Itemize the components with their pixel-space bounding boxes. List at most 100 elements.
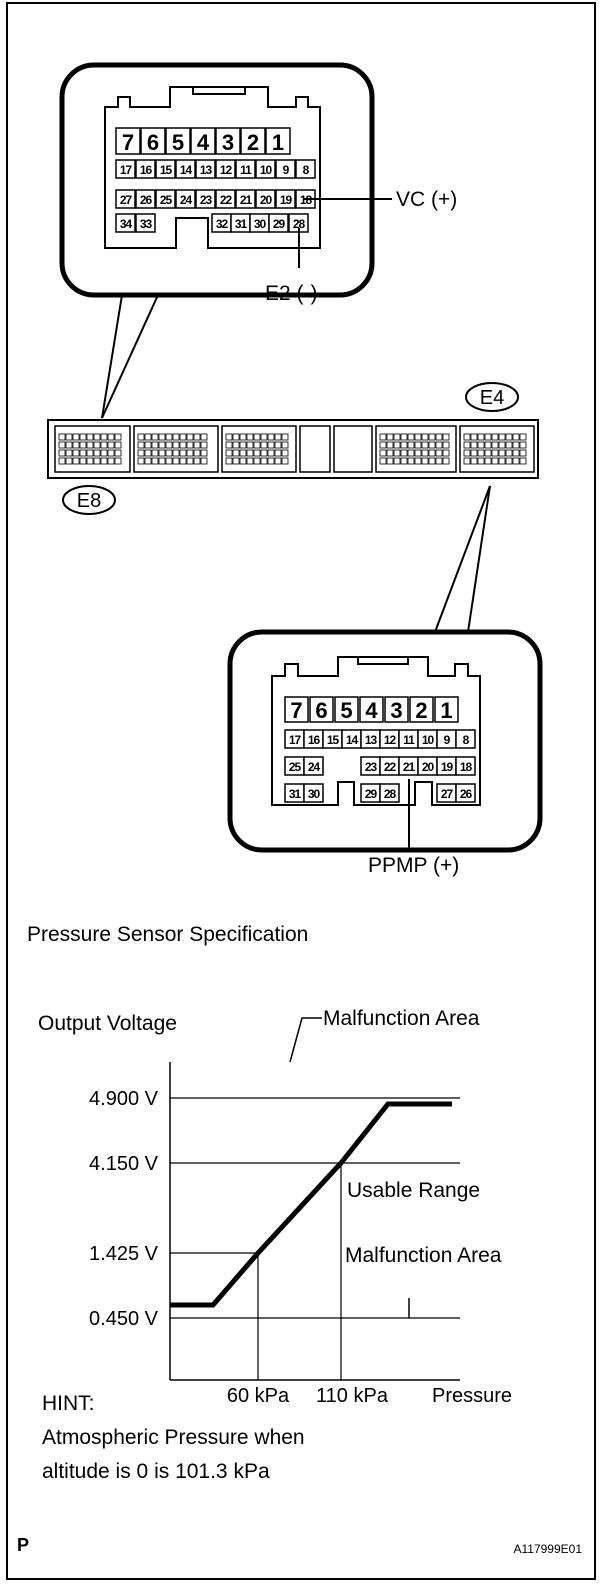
e4-pin-27: 27 <box>441 787 454 801</box>
e8-pin-7-cell <box>115 127 141 155</box>
e4-pin-24: 24 <box>308 760 321 774</box>
e4-code: E4 <box>480 387 504 409</box>
e8-pin-11: 11 <box>240 163 252 177</box>
x-tick-label-2: 110 kPa <box>316 1385 389 1407</box>
y-tick-label-4: 0.450 V <box>89 1308 159 1330</box>
e4-pin-5-cell <box>334 696 359 723</box>
e4-pin-7-cell <box>284 696 309 723</box>
e4-pin-18-cell <box>455 756 476 776</box>
e8-pin-14-cell <box>175 159 196 179</box>
e8-pin-15-cell <box>155 159 176 179</box>
e8-pin-19: 19 <box>280 193 293 207</box>
e4-pin-1: 1 <box>440 698 452 723</box>
e8-pin-19-cell <box>275 189 296 209</box>
e8-pin-1-cell <box>265 127 291 155</box>
e4-pin-21: 21 <box>403 760 416 774</box>
e8-pin-1: 1 <box>272 130 284 155</box>
malfunction-area-top-label: Malfunction Area <box>323 1007 480 1030</box>
e4-pin-3-cell <box>384 696 409 723</box>
e8-pin-31: 31 <box>235 217 248 231</box>
e4-pin-28-cell <box>379 783 400 803</box>
e8-pin-22-cell <box>215 189 236 209</box>
footer-figure-code: A117999E01 <box>513 1542 582 1556</box>
e8-pin-5-cell <box>165 127 191 155</box>
vc-label: VC (+) <box>396 188 457 211</box>
e8-pin-27-cell <box>115 189 136 209</box>
e8-code-badge <box>62 485 116 515</box>
e8-pin-15: 15 <box>160 163 173 177</box>
x-axis-label: Pressure <box>432 1385 512 1407</box>
e8-pin-5: 5 <box>172 130 184 155</box>
spec-title: Pressure Sensor Specification <box>27 923 308 946</box>
e8-pin-16-cell <box>135 159 156 179</box>
e8-pin-17: 17 <box>120 163 133 177</box>
e4-pin-11: 11 <box>403 733 415 747</box>
e8-pin-9-cell <box>275 159 296 179</box>
e8-pin-23: 23 <box>200 193 213 207</box>
e8-pin-2-cell <box>240 127 266 155</box>
malfunction-top-leader <box>289 1017 322 1063</box>
e4-pin-6-cell <box>309 696 334 723</box>
e8-pin-33: 33 <box>140 217 153 231</box>
e8-pin-7: 7 <box>122 130 134 155</box>
e4-pin-4-cell <box>359 696 384 723</box>
e4-pin-26: 26 <box>460 787 473 801</box>
e8-pin-11-cell <box>235 159 256 179</box>
strip-empty-slot-2 <box>333 425 373 473</box>
e8-pin-12-cell <box>215 159 236 179</box>
e8-pin-3: 3 <box>222 130 234 155</box>
e8-pin-9: 9 <box>283 163 290 177</box>
e4-pin-15: 15 <box>327 733 340 747</box>
e4-pin-3: 3 <box>390 698 402 723</box>
strip-block-b4 <box>375 425 457 473</box>
e8-pin-13: 13 <box>200 163 213 177</box>
e8-pin-17-cell <box>115 159 136 179</box>
e8-pin-32: 32 <box>216 217 229 231</box>
e8-pin-3-cell <box>215 127 241 155</box>
e4-pin-29: 29 <box>365 787 378 801</box>
e8-pin-4-cell <box>190 127 216 155</box>
e4-pin-4: 4 <box>365 698 378 723</box>
e8-pin-21: 21 <box>240 193 253 207</box>
strip-block-e4 <box>459 425 535 473</box>
e8-code: E8 <box>77 490 101 512</box>
e8-pin-8-cell <box>295 159 316 179</box>
e8-pin-10: 10 <box>260 163 273 177</box>
e8-pin-23-cell <box>195 189 216 209</box>
e8-pin-24-cell <box>175 189 196 209</box>
strip-block-b2 <box>133 425 219 473</box>
e8-pin-27: 27 <box>120 193 133 207</box>
y-tick-label-1: 4.900 V <box>89 1088 159 1110</box>
hint-line-1: Atmospheric Pressure when <box>42 1426 305 1449</box>
e4-pin-17: 17 <box>289 733 302 747</box>
e8-pin-34: 34 <box>120 217 133 231</box>
e4-pin-8: 8 <box>463 733 470 747</box>
e8-pin-21-cell <box>235 189 256 209</box>
e4-pin-30: 30 <box>308 787 321 801</box>
strip-block-b3 <box>221 425 297 473</box>
e4-code-badge <box>465 382 519 412</box>
figure-frame <box>6 2 596 1580</box>
e8-pin-14: 14 <box>180 163 193 177</box>
usable-range-label: Usable Range <box>347 1179 480 1202</box>
e8-pin-28: 28 <box>293 217 306 231</box>
e8-pin-29-cell <box>268 213 289 233</box>
e8-pin-26: 26 <box>140 193 153 207</box>
e2-label: E2 (-) <box>265 282 318 305</box>
e4-pin-24-cell <box>303 756 324 776</box>
chart-series-line <box>170 1101 452 1308</box>
footer-page-letter: P <box>17 1535 29 1555</box>
e8-pin-12: 12 <box>220 163 233 177</box>
e8-pin-25-cell <box>155 189 176 209</box>
e8-pin-20: 20 <box>260 193 273 207</box>
e4-pin-25: 25 <box>289 760 302 774</box>
e8-pin-6-cell <box>140 127 166 155</box>
e4-pin-26-cell <box>455 783 476 803</box>
e4-pin-20: 20 <box>422 760 435 774</box>
e4-pin-7: 7 <box>290 698 302 723</box>
y-tick-label-3: 1.425 V <box>89 1243 159 1265</box>
e8-pin-29: 29 <box>273 217 286 231</box>
e8-pin-33-cell <box>135 213 156 233</box>
